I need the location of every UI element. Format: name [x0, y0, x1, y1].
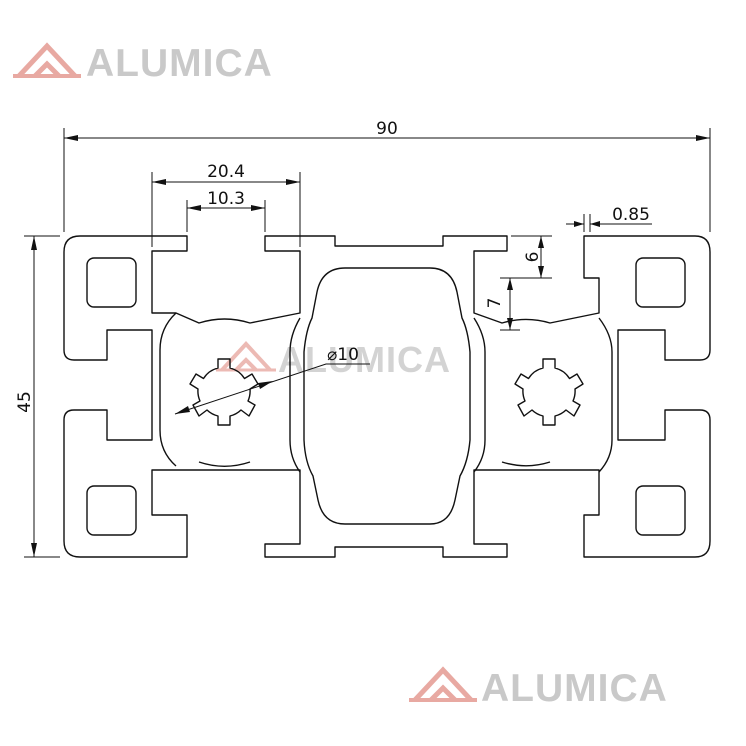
label-overall-width: 90	[376, 119, 398, 139]
watermark-top: ALUMICA	[13, 42, 273, 85]
dimension-lines	[24, 128, 711, 558]
watermark-brand-bottom: ALUMICA	[481, 667, 668, 710]
dim-line-width	[63, 128, 711, 232]
label-lip-thickness: 0.85	[612, 205, 650, 225]
outer-contour	[63, 235, 711, 558]
label-depth-upper: 6	[523, 252, 543, 263]
label-overall-height: 45	[15, 391, 35, 413]
corner-bore-bottom-left	[86, 485, 137, 536]
dimension-labels: 90 45 20.4 10.3 0.85 6 7 ⌀10	[15, 119, 650, 413]
dim-line-height	[24, 235, 60, 558]
dim-line-lip	[566, 214, 652, 232]
corner-bore-top-right	[635, 257, 686, 308]
center-cavity	[303, 267, 471, 525]
left-core-web	[159, 312, 301, 473]
triangle-logo-icon	[13, 42, 81, 78]
watermark-bottom: ALUMICA	[409, 666, 668, 710]
label-slot-opening: 10.3	[207, 189, 245, 209]
label-slot-outer: 20.4	[207, 162, 245, 182]
dim-line-slot-outer	[151, 172, 301, 247]
corner-bore-top-left	[86, 257, 137, 308]
triangle-logo-icon	[216, 341, 276, 372]
watermark-brand-top: ALUMICA	[86, 42, 273, 85]
profile-outline	[63, 235, 711, 558]
triangle-logo-icon	[409, 666, 477, 702]
right-core-web	[473, 317, 613, 473]
label-depth-lower: 7	[485, 298, 505, 309]
watermark-brand-center: ALUMICA	[278, 339, 451, 380]
right-core-hole	[514, 358, 584, 426]
label-bore-diameter: ⌀10	[327, 345, 359, 365]
dim-line-bore	[174, 363, 370, 415]
watermark-center: ALUMICA	[216, 339, 451, 380]
corner-bore-bottom-right	[635, 485, 686, 536]
